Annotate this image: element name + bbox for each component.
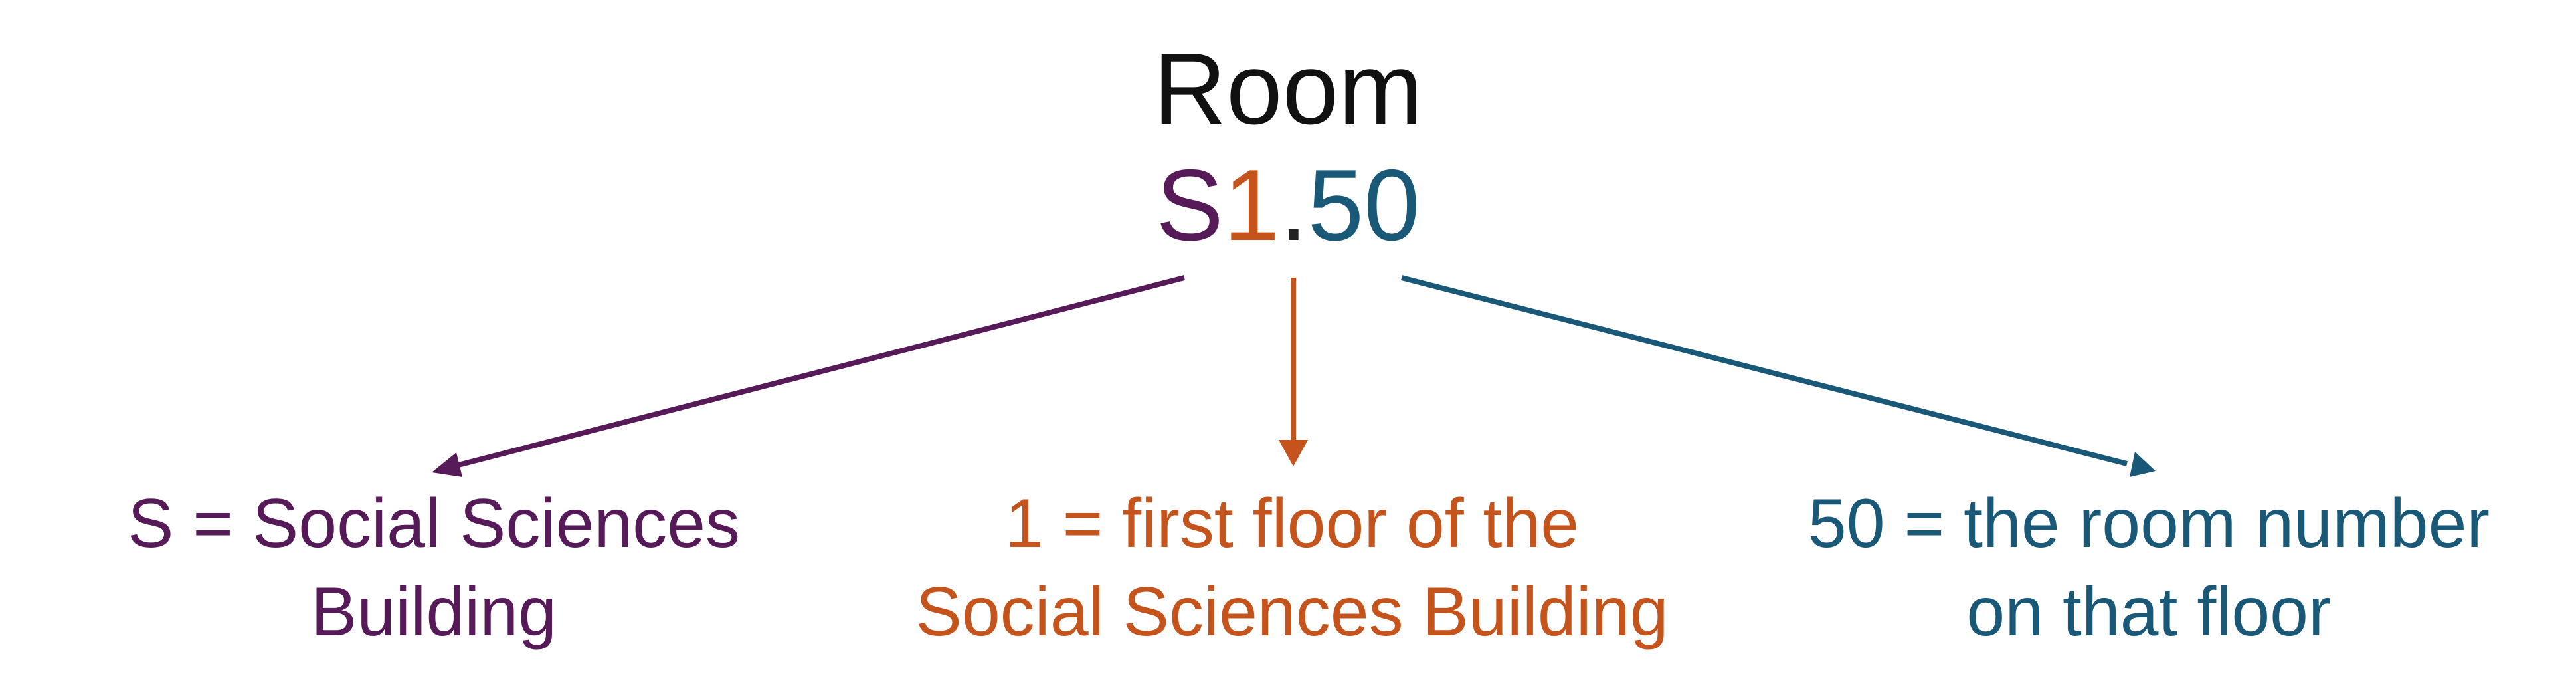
building-label: S = Social Sciences Building	[102, 480, 766, 656]
floor-label-line2: Social Sciences Building	[915, 573, 1669, 650]
room-label: 50 = the room number on that floor	[1767, 480, 2531, 656]
floor-label: 1 = first floor of the Social Sciences B…	[893, 480, 1691, 656]
building-label-line2: Building	[310, 573, 557, 650]
room-code: S1.50	[0, 155, 2576, 256]
floor-code: 1	[1223, 149, 1280, 262]
arrow-to-floor	[1279, 278, 1308, 466]
building-label-line1: S = Social Sciences	[127, 485, 741, 562]
arrow-to-building	[432, 275, 1185, 477]
room-label-line2: on that floor	[1966, 573, 2332, 650]
building-code: S	[1156, 149, 1224, 262]
floor-label-line1: 1 = first floor of the	[1004, 485, 1580, 562]
code-separator: .	[1279, 149, 1308, 262]
room-number-code: 50	[1307, 149, 1420, 262]
arrow-to-room	[1401, 275, 2156, 477]
room-title: Room	[1153, 33, 1423, 146]
room-label-line1: 50 = the room number	[1807, 485, 2490, 562]
